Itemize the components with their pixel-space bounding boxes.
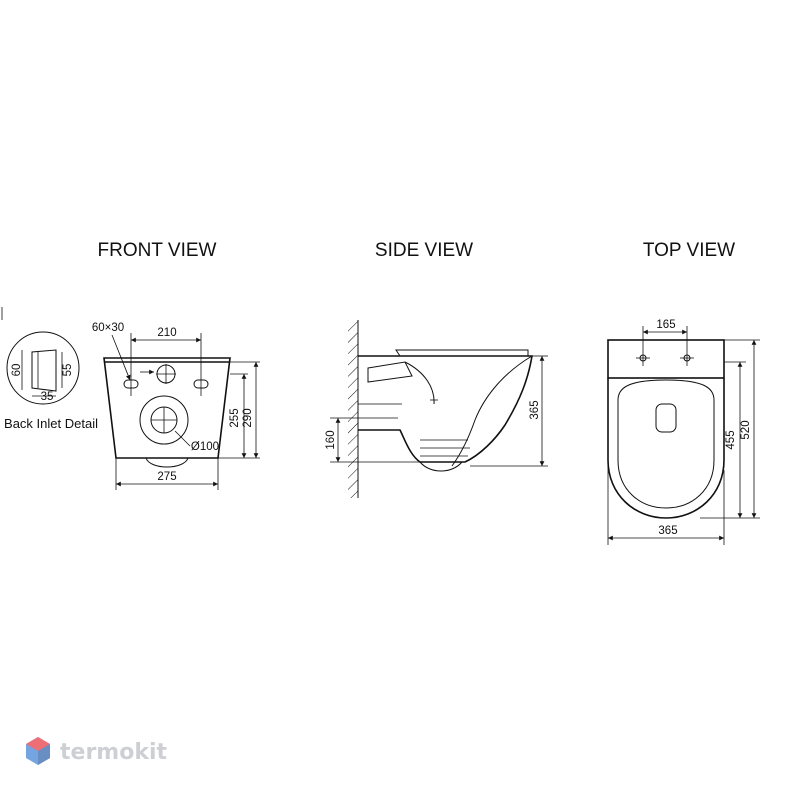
top-back-plate <box>607 339 725 379</box>
top-lid-opening <box>655 403 677 433</box>
front-dim-210: 210 <box>157 327 176 339</box>
front-dim-290: 290 <box>242 408 254 427</box>
detail-dim-35: 35 <box>41 391 54 403</box>
side-seat <box>395 349 529 357</box>
side-view-title: SIDE VIEW <box>375 240 473 261</box>
front-outlet-outer <box>139 395 189 445</box>
side-body-outline <box>358 355 533 463</box>
back-inlet-detail: 60 55 35 Back Inlet Detail <box>4 331 98 431</box>
detail-outlet-shape <box>31 349 57 392</box>
front-view-title: FRONT VIEW <box>98 240 217 261</box>
side-view: 160 365 <box>325 320 548 498</box>
top-seat-outline <box>617 379 715 509</box>
top-dim-455: 455 <box>725 430 737 449</box>
wall-hatch <box>348 320 358 498</box>
top-bowl-outline <box>607 378 725 519</box>
top-dim-165: 165 <box>656 319 675 331</box>
termokit-logo: termokit <box>26 737 167 765</box>
top-dim-520: 520 <box>740 420 752 439</box>
top-view-title: TOP VIEW <box>643 240 735 261</box>
detail-circle <box>6 331 80 405</box>
logo-text: termokit <box>60 740 167 765</box>
front-dim-60x30: 60×30 <box>92 322 124 334</box>
front-dim-275: 275 <box>157 471 176 483</box>
front-dim-100: Ø100 <box>191 441 219 453</box>
side-inlet <box>367 361 413 383</box>
side-dim-160: 160 <box>325 430 337 449</box>
top-view: 165 455 520 365 <box>607 319 760 545</box>
top-dim-365: 365 <box>658 525 677 537</box>
side-dim-365: 365 <box>529 400 541 419</box>
front-dim-255: 255 <box>229 408 241 427</box>
front-view: 210 60×30 Ø100 255 290 275 <box>92 322 260 490</box>
detail-dim-55: 55 <box>62 364 74 377</box>
back-inlet-detail-label: Back Inlet Detail <box>4 416 98 431</box>
detail-dim-60: 60 <box>11 364 23 377</box>
